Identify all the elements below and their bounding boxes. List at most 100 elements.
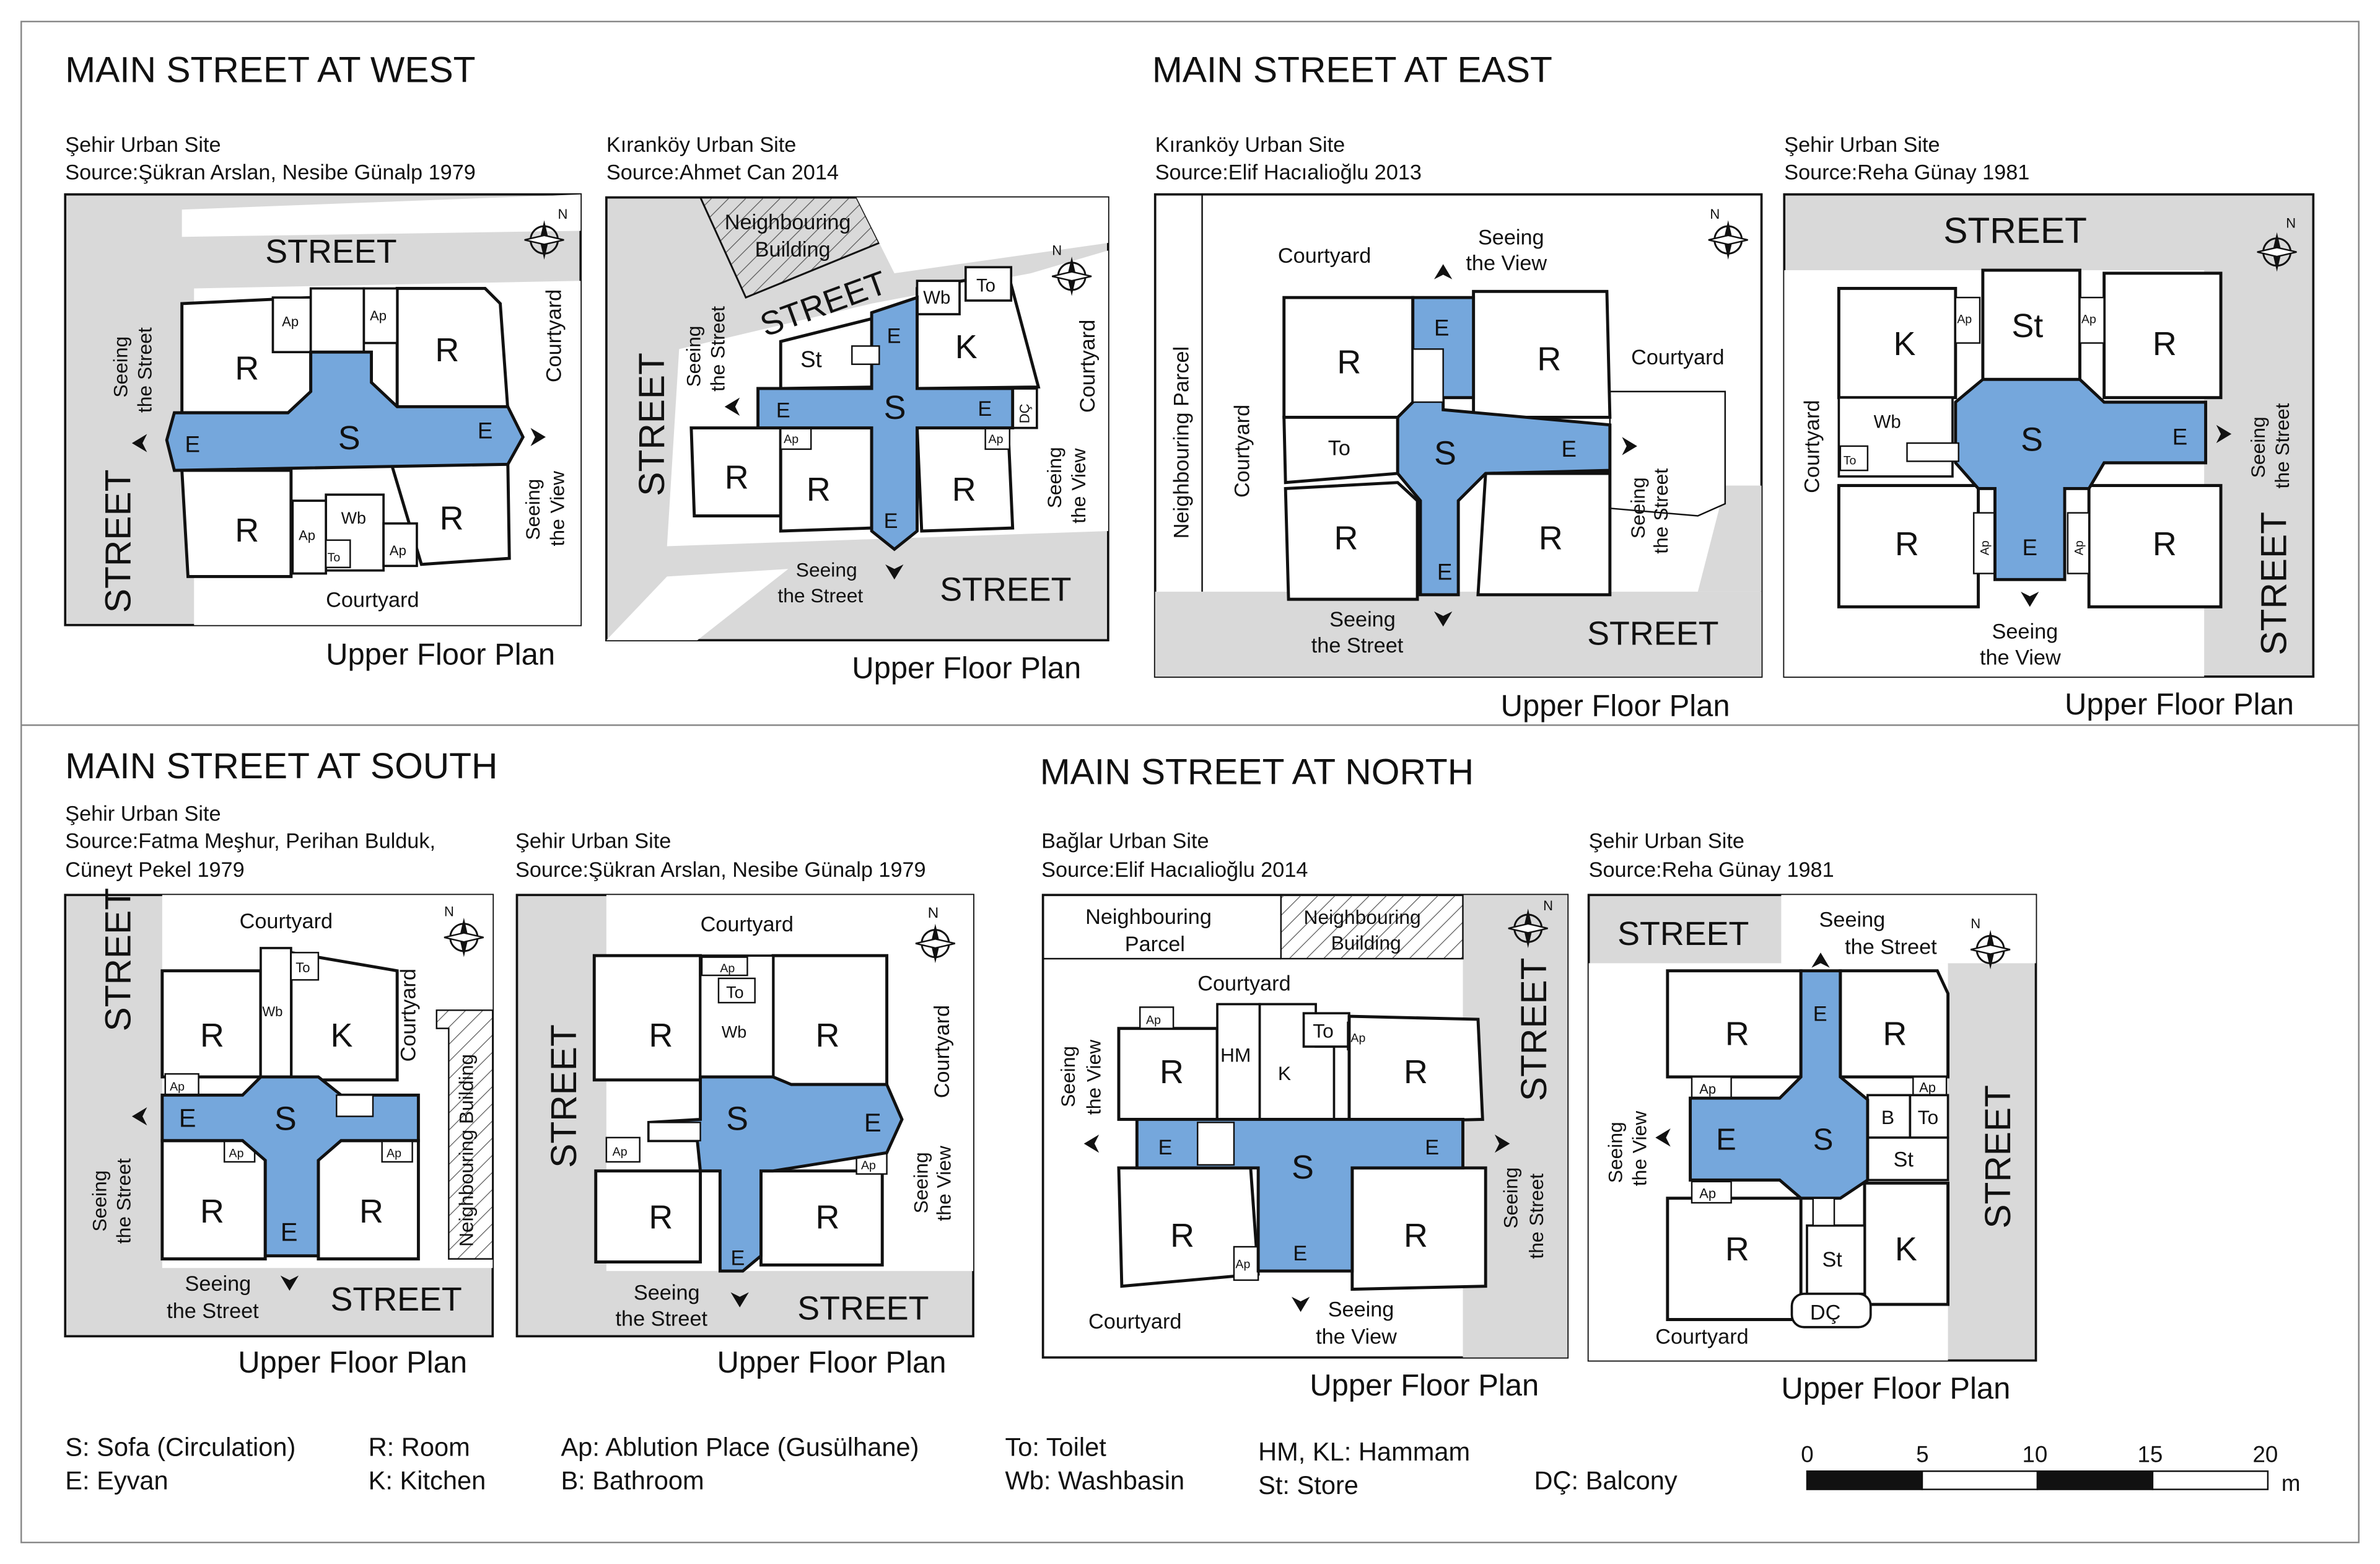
room-r: [594, 1169, 702, 1263]
stair: [309, 287, 365, 354]
street-label-left: STREET: [544, 1024, 584, 1168]
seeing-label: Seeing: [1329, 608, 1396, 631]
seeing-label: Seeing: [1627, 477, 1649, 538]
room-label-k: K: [1893, 325, 1915, 362]
room-label-e: E: [1562, 436, 1577, 462]
room-label-ap: Ap: [229, 1147, 244, 1161]
courtyard-label: Courtyard: [1076, 320, 1100, 413]
room-label-ap: Ap: [1235, 1257, 1250, 1271]
street-label-left: STREET: [98, 888, 138, 1032]
building-label: Building: [1331, 931, 1401, 954]
seeing-label: the Street: [2271, 403, 2293, 488]
room-label-ap: Ap: [1919, 1079, 1936, 1095]
plan-west-sehir: Şehir Urban Site Source:Şükran Arslan, N…: [64, 133, 582, 671]
room-label-to: To: [1313, 1019, 1334, 1042]
legend-eyvan: E: Eyvan: [65, 1466, 168, 1495]
neighbouring-building: [435, 1009, 494, 1260]
room-label-r: R: [807, 471, 831, 508]
plan-north-sehir: Şehir Urban Site Source:Reha Günay 1981 …: [1587, 829, 2037, 1405]
top-white: [182, 194, 581, 237]
room-label-dc: DÇ: [1017, 403, 1033, 423]
room-label-ap: Ap: [784, 433, 798, 446]
stair: [1197, 1122, 1235, 1166]
plan-west-kirankoy: Kıranköy Urban Site Source:Ahmet Can 201…: [605, 133, 1109, 685]
courtyard-label: Courtyard: [1088, 1310, 1181, 1333]
site-name: Şehir Urban Site: [65, 133, 221, 157]
seeing-label: Seeing: [185, 1272, 252, 1296]
sofa-area: [165, 350, 525, 472]
scale-tick-label: 5: [1916, 1442, 1928, 1467]
upper-floor-plan-label: Upper Floor Plan: [852, 651, 1081, 685]
room-label-to: To: [295, 960, 310, 975]
seeing-label: the View: [1629, 1110, 1651, 1186]
seeing-label: the Street: [616, 1307, 708, 1330]
room-to: [325, 539, 351, 568]
room-label-ap: Ap: [1699, 1081, 1716, 1097]
room-label-ap: Ap: [390, 543, 406, 558]
room-label-e: E: [1425, 1136, 1439, 1159]
plan-south-sehir-2: Şehir Urban Site Source:Şükran Arslan, N…: [515, 829, 974, 1379]
room-label-r: R: [1725, 1016, 1749, 1053]
courtyard-label: Courtyard: [1197, 972, 1290, 995]
building-label: Building: [755, 238, 831, 261]
room-label-s: S: [1813, 1123, 1834, 1156]
street-label-bottom: STREET: [1587, 615, 1718, 652]
section-title-north: MAIN STREET AT NORTH: [1040, 752, 1474, 793]
room-hm: [1216, 1003, 1261, 1121]
source-text: Source:Reha Günay 1981: [1589, 858, 1834, 882]
room-label-ap: Ap: [613, 1145, 628, 1159]
seeing-label: the View: [1980, 646, 2061, 669]
seeing-label: Seeing: [634, 1281, 700, 1305]
room-label-r: R: [2153, 325, 2177, 362]
courtyard-label: Courtyard: [1278, 244, 1371, 268]
upper-floor-plan-label: Upper Floor Plan: [1781, 1372, 2010, 1405]
legend-hammam: HM, KL: Hammam: [1258, 1437, 1470, 1466]
courtyard-label: Courtyard: [1801, 400, 1824, 493]
seeing-label: the View: [546, 470, 568, 546]
room-label-ap: Ap: [282, 314, 299, 330]
room-label-e: E: [179, 1104, 196, 1133]
room-label-k: K: [955, 328, 978, 366]
plan-east-kirankoy: Kıranköy Urban Site Source:Elif Hacıalio…: [1153, 133, 1763, 723]
neighbouring-parcel-label: Neighbouring Parcel: [1170, 346, 1194, 538]
room-label-s: S: [338, 420, 361, 457]
room-r: [1837, 484, 1980, 608]
sofa-area: [1954, 377, 2208, 581]
room-label-r: R: [1334, 519, 1358, 556]
stair: [648, 1122, 701, 1141]
sofa-area: [756, 295, 1015, 551]
site-name: Şehir Urban Site: [65, 802, 221, 825]
seeing-label: the View: [1067, 447, 1090, 523]
room-label-ap: Ap: [1350, 1032, 1365, 1045]
room-label-ap: Ap: [861, 1159, 876, 1172]
room-ap: [381, 1140, 413, 1163]
room-ap: [1912, 1076, 1948, 1096]
room-label-s: S: [884, 389, 906, 426]
source-text: Source:Reha Günay 1981: [1784, 160, 2029, 184]
room-to: [1839, 445, 1869, 472]
room-label-r: R: [2153, 525, 2177, 563]
legend-washbasin: Wb: Washbasin: [1005, 1466, 1184, 1495]
seeing-label: Seeing: [1328, 1298, 1394, 1322]
scale-tick-label: 15: [2137, 1442, 2163, 1467]
street-label-left: STREET: [632, 353, 672, 496]
courtyard-label: Courtyard: [1655, 1325, 1748, 1349]
room-label-e: E: [1158, 1136, 1173, 1159]
courtyard-label: Courtyard: [542, 289, 566, 382]
room-label-e: E: [864, 1108, 882, 1137]
room-dc: [1790, 1293, 1872, 1329]
site-name: Kıranköy Urban Site: [1155, 133, 1345, 157]
street-label-right: STREET: [2254, 512, 2294, 656]
courtyard-label: Courtyard: [240, 910, 333, 933]
scale-tick-label: 0: [1801, 1442, 1813, 1467]
site-name: Bağlar Urban Site: [1041, 829, 1209, 853]
neighbouring-building-label: Neighbouring Building: [455, 1054, 478, 1247]
room-label-k: K: [1895, 1231, 1917, 1268]
room-label-r: R: [1725, 1231, 1749, 1268]
street-label-top: STREET: [1617, 915, 1749, 952]
room-ap: [1139, 1006, 1175, 1029]
room-label-ap: Ap: [2072, 540, 2086, 555]
room-label-e: E: [1716, 1123, 1736, 1156]
neighbouring-building: [1280, 894, 1464, 960]
room-label-ap: Ap: [387, 1147, 401, 1161]
